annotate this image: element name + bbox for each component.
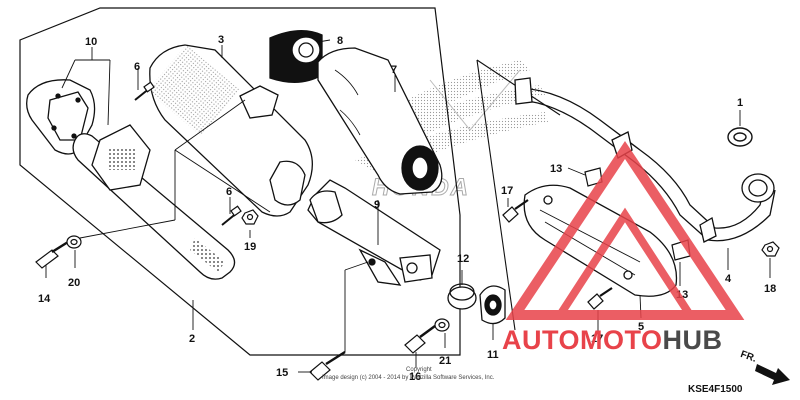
watermark-part-1: AUTOMOTO [502, 325, 663, 355]
left-frame [19, 7, 461, 356]
direction-arrow-icon [755, 364, 790, 385]
callout-16: 16 [409, 371, 421, 383]
part-mid-pipe [307, 179, 441, 286]
direction-label: FR. [739, 349, 758, 365]
callout-8: 8 [337, 35, 343, 47]
callout-6-lower: 6 [226, 186, 232, 198]
callout-9: 9 [374, 199, 380, 211]
callout-4: 4 [725, 273, 732, 285]
hardware [35, 81, 780, 381]
callout-19: 19 [244, 241, 256, 253]
callout-18: 18 [764, 283, 776, 295]
callout-14: 14 [38, 293, 51, 305]
copyright-line-2: Image design (c) 2004 - 2014 by Partzill… [322, 375, 495, 381]
callout-21: 21 [439, 355, 451, 367]
watermark-part-2: HUB [663, 325, 723, 355]
part-inner-pipe [72, 124, 236, 280]
watermark-logo-icon [505, 140, 745, 320]
callout-13-upper: 13 [550, 163, 562, 175]
callout-11: 11 [487, 349, 499, 361]
diagram-code: KSE4F1500 [688, 384, 743, 395]
callout-17-upper: 17 [501, 185, 513, 197]
watermark-text: AUTOMOTOHUB [502, 325, 723, 355]
part-exhaust-header [514, 77, 776, 243]
part-clamp [479, 285, 506, 325]
callout-3: 3 [218, 34, 224, 46]
part-muffler-body [147, 44, 313, 217]
callout-6-upper: 6 [134, 61, 140, 73]
part-silencer-wrap [317, 47, 443, 195]
callout-20: 20 [68, 277, 80, 289]
callout-12: 12 [457, 253, 469, 265]
part-gasket [447, 283, 477, 310]
callout-1: 1 [737, 97, 743, 109]
part-washer [727, 127, 753, 147]
callout-17-lower: 17 [591, 333, 603, 345]
part-grommet [269, 30, 323, 83]
callout-7: 7 [391, 64, 397, 76]
callout-15: 15 [276, 367, 288, 379]
callout-2: 2 [189, 333, 195, 345]
callout-5: 5 [638, 321, 644, 333]
callout-10: 10 [85, 36, 97, 48]
part-heat-shield [523, 184, 678, 297]
front-direction-indicator: FR. [739, 349, 790, 385]
leader-lines [45, 39, 771, 373]
copyright-line-1: Copyright [406, 367, 432, 373]
